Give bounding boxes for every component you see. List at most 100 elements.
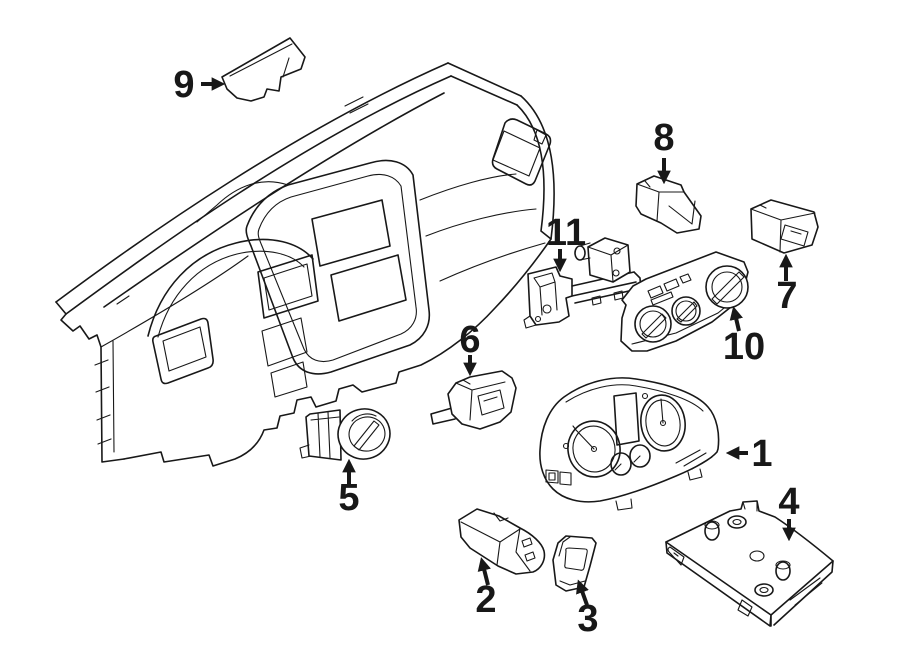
part-4-tab-lines	[742, 500, 758, 512]
part-2-collar	[515, 527, 531, 572]
aux-opening-inner	[263, 263, 313, 311]
part-1-right-tab	[687, 468, 703, 481]
part-4-side-hatches	[789, 577, 823, 606]
part-4-grommet-2-inner	[759, 586, 769, 594]
apex-vent-slots	[344, 96, 369, 114]
part-1-lcd-display	[613, 392, 640, 446]
part-10-knob-left-inner	[639, 310, 667, 338]
part-1-housing	[539, 377, 720, 503]
part-1-connectors	[545, 469, 572, 486]
part-3-bracket	[552, 535, 597, 592]
cluster-opening	[152, 317, 214, 385]
callout-8-label: 8	[653, 117, 674, 159]
part-11-screw-hole-1	[542, 304, 552, 314]
callout-3-arrow	[576, 579, 589, 606]
part-4-grommet-1	[727, 515, 747, 529]
callout-11: 11	[546, 212, 586, 273]
callout-5: 5	[338, 458, 360, 519]
part-11-cylinder-links	[579, 242, 591, 261]
dashboard-panel	[55, 62, 555, 467]
steering-column-shapes	[261, 317, 308, 398]
part-4-grommet-1-inner	[732, 518, 742, 526]
radio-opening	[311, 199, 391, 267]
part-7-top-face	[750, 208, 816, 253]
part-2-top-face	[460, 521, 521, 566]
part-6-switch	[430, 370, 517, 430]
cluster-hood-arch-inner	[157, 250, 305, 338]
part-2-collar-slots	[521, 537, 536, 562]
callout-4-label: 4	[778, 481, 799, 523]
part-6-top-step	[462, 379, 471, 385]
part-1-temp-gauge-needle	[633, 455, 641, 463]
part-1-speedometer-inner	[572, 425, 616, 473]
part-1-screw-2	[562, 442, 570, 450]
dash-right-edge	[516, 95, 555, 240]
part-2-sensor	[458, 508, 546, 575]
part-5-headlight-switch	[299, 408, 391, 461]
part-6-face-inset	[477, 389, 505, 416]
part-1-tachometer-needle	[660, 398, 664, 424]
part-5-body	[305, 409, 342, 461]
part-11-module-screw-2	[612, 269, 620, 277]
part-11-module-box	[587, 237, 631, 283]
part-9-outline	[221, 37, 306, 102]
part-4-post-1	[704, 521, 720, 541]
aux-opening	[257, 254, 319, 319]
dash-bottom-edge	[123, 238, 552, 467]
part-1-temp-gauge	[629, 444, 651, 468]
part-8-top-face	[636, 183, 685, 222]
part-5-knob-face-inner	[348, 416, 386, 452]
defroster-band-inner	[65, 75, 452, 315]
part-7-switch	[750, 199, 819, 254]
part-5-knob-crescent	[351, 413, 377, 422]
part-8-switch	[635, 175, 702, 234]
part-9-face-divider	[282, 57, 290, 78]
part-1-screw-1	[641, 392, 649, 400]
part-10-button-row	[647, 273, 692, 306]
part-1-speedometer-needle	[572, 425, 595, 450]
part-4-top-face	[665, 500, 834, 616]
dash-left-end-hatches	[94, 295, 130, 445]
part-4-control-module	[665, 500, 834, 627]
part-7-button-inset	[780, 224, 809, 247]
callout-4: 4	[778, 481, 800, 542]
hood-left-seam	[196, 181, 289, 223]
part-4-left-clip	[667, 546, 685, 566]
part-1-speedometer-hub	[590, 445, 598, 453]
dash-seam-3	[439, 242, 546, 282]
part-4-grommet-2	[754, 583, 774, 597]
part-6-top-face	[455, 381, 506, 421]
part-1-hood-line	[565, 384, 704, 412]
part-1-fuel-gauge-needle	[614, 463, 622, 471]
callout-2-arrow	[477, 557, 491, 586]
part-1-shelf-hatches	[675, 449, 713, 470]
callout-2: 2	[475, 557, 497, 621]
part-9-display-unit	[221, 37, 306, 102]
part-1-tachometer-hub	[659, 419, 667, 427]
defroster-band-cap	[55, 301, 67, 315]
callout-3-label: 3	[577, 598, 598, 640]
cluster-hood-arch	[147, 238, 314, 337]
callout-10-arrow	[729, 306, 743, 332]
callouts: 1 2 3 4 5 6 7 8	[173, 64, 799, 640]
part-1-fuel-gauge	[610, 452, 632, 476]
dash-left-end-inner-line	[112, 340, 115, 453]
part-11-channel-flange	[523, 315, 537, 329]
part-10-knob-right-pointer	[711, 271, 745, 305]
side-vent-slot	[533, 129, 547, 145]
part-3-opening	[564, 547, 588, 571]
part-6-connector-tab	[430, 407, 456, 425]
callout-3: 3	[576, 579, 599, 640]
part-10-knob-center-inner	[675, 300, 697, 322]
part-4-corner-foot	[737, 599, 753, 617]
callout-1: 1	[725, 433, 773, 475]
callout-1-label: 1	[751, 433, 772, 475]
part-8-outline	[635, 175, 702, 234]
part-11-module-screw-1	[613, 247, 621, 255]
part-6-outline	[447, 370, 517, 430]
part-10-heater-control	[620, 251, 749, 352]
hvac-opening	[330, 254, 407, 322]
part-11-bracket-assembly	[523, 237, 642, 329]
part-1-bottom-tab	[615, 498, 633, 511]
